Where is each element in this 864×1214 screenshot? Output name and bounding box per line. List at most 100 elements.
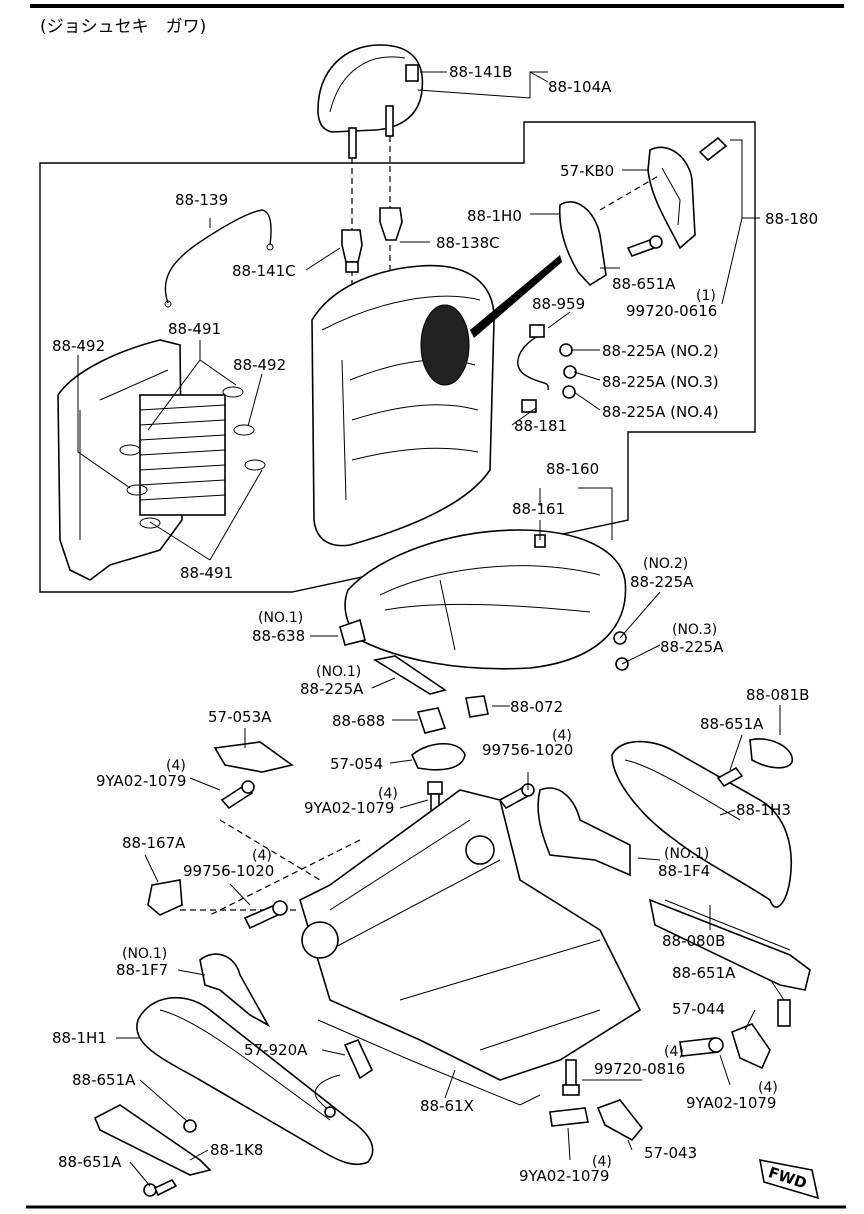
label-88-225A-no2-qty: (NO.2): [643, 556, 688, 572]
label-88-180: 88-180: [765, 210, 818, 228]
label-88-688: 88-688: [332, 712, 385, 730]
label-99756-1020-a-qty: (4): [552, 728, 572, 744]
frame-guide-dash-3: [209, 839, 361, 916]
wire-88-139: [164, 209, 272, 304]
seat-cushion: [344, 529, 627, 670]
seat-back-springs: [119, 386, 266, 529]
label-88-139: 88-139: [175, 191, 228, 209]
label-88-651A-top: 88-651A: [612, 275, 676, 293]
label-88-638-qty: (NO.1): [258, 610, 303, 626]
screw-88-651A-right: [716, 766, 744, 788]
cover-guide-dash: [599, 174, 661, 211]
screw-88-651A-bottom: [143, 1178, 178, 1197]
wire-88-959: [517, 334, 549, 391]
label-57-043: 57-043: [644, 1144, 697, 1162]
cover-88-1F7: [199, 953, 271, 1028]
cover-88-1K8: [93, 1104, 212, 1176]
knob-88-081B: [749, 738, 793, 769]
label-88-1F4-qty: (NO.1): [664, 846, 709, 862]
bracket-88-167A: [147, 879, 183, 916]
label-57-KB0: 57-KB0: [560, 162, 614, 180]
screw-88-651A-left: [183, 1119, 197, 1133]
wire-end-1: [164, 300, 172, 308]
label-88-225A-no1: 88-225A: [300, 680, 364, 698]
label-9YA02-1079-d: 9YA02-1079: [519, 1167, 609, 1185]
bolt-9YA02-1079-c: [562, 1059, 580, 1096]
headrest: [317, 44, 424, 159]
label-57-054: 57-054: [330, 755, 383, 773]
cover-57-054: [411, 743, 466, 771]
label-88-1F4: 88-1F4: [658, 862, 710, 880]
bolt-99720-0616: [698, 136, 728, 162]
label-57-920A: 57-920A: [244, 1041, 308, 1059]
clip-88-688: [416, 707, 447, 734]
clips-88-225A: [559, 343, 577, 399]
wire-end-2: [266, 243, 274, 251]
label-88-138C: 88-138C: [436, 234, 500, 252]
label-88-225A-no3-top: 88-225A (NO.3): [602, 373, 719, 391]
label-88-651A-left: 88-651A: [72, 1071, 136, 1089]
bolt-99720-0816: [679, 1037, 724, 1057]
label-88-225A-no1-qty: (NO.1): [316, 664, 361, 680]
label-88-61X: 88-61X: [420, 1097, 474, 1115]
label-88-080B: 88-080B: [662, 932, 725, 950]
bracket-57-053A: [213, 741, 294, 773]
label-88-1H3: 88-1H3: [736, 801, 791, 819]
label-88-1H1: 88-1H1: [52, 1029, 107, 1047]
label-88-492-left: 88-492: [52, 337, 105, 355]
fwd-arrow-icon: FWD: [759, 1158, 820, 1200]
side-cover-88-1H1: [136, 996, 374, 1166]
bolt-9YA02-1079-d: [549, 1107, 589, 1127]
label-88-959: 88-959: [532, 295, 585, 313]
clip-88-638: [339, 618, 366, 646]
bolt-99756-1020-a: [498, 783, 535, 810]
cover-57-044: [731, 1023, 771, 1070]
label-88-167A: 88-167A: [122, 834, 186, 852]
label-88-1F7-qty: (NO.1): [122, 946, 167, 962]
label-88-1K8: 88-1K8: [210, 1141, 263, 1159]
label-9YA02-1079-c: 9YA02-1079: [686, 1094, 776, 1112]
recliner-cover-57-KB0: [647, 146, 696, 250]
buckle-57-920A: [314, 1038, 374, 1118]
label-88-141B: 88-141B: [449, 63, 512, 81]
rail-cover-88-080B: [648, 898, 811, 991]
bracket-88-1H0: [558, 201, 607, 287]
bracket-88-225A-no1: [372, 655, 447, 695]
headrest-guide-138C: [379, 207, 403, 241]
label-88-651A-mid: 88-651A: [672, 964, 736, 982]
connector-88-959: [529, 324, 545, 338]
cover-57-043: [596, 1099, 644, 1142]
label-9YA02-1079-a-qty: (4): [166, 758, 186, 774]
label-99756-1020-b-qty: (4): [252, 848, 272, 864]
label-57-044: 57-044: [672, 1000, 725, 1018]
label-88-161: 88-161: [512, 500, 565, 518]
connector-88-181: [521, 399, 537, 413]
backrest-group-outline: [39, 121, 756, 593]
label-88-225A-no3: 88-225A: [660, 638, 724, 656]
page-title: (ジョシュセキ ガワ): [40, 17, 206, 37]
label-88-491-top: 88-491: [168, 320, 221, 338]
label-88-072: 88-072: [510, 698, 563, 716]
label-9YA02-1079-a: 9YA02-1079: [96, 772, 186, 790]
seat-frame-88-61X: [299, 789, 642, 1106]
label-88-1H0: 88-1H0: [467, 207, 522, 225]
leader-lines: [77, 71, 785, 1187]
clips-88-225A-no2-no3: [613, 631, 629, 671]
wire-harness-strip: [470, 255, 562, 338]
label-88-1F7: 88-1F7: [116, 961, 168, 979]
bolt-99756-1020-b: [243, 900, 288, 930]
seat-back-cushion: [311, 264, 495, 547]
label-88-638: 88-638: [252, 627, 305, 645]
seat-back-frame: [57, 339, 226, 581]
label-9YA02-1079-b-qty: (4): [378, 786, 398, 802]
label-88-491-bottom: 88-491: [180, 564, 233, 582]
side-cover-88-1H3: [611, 740, 792, 908]
label-88-651A-bottom: 88-651A: [58, 1153, 122, 1171]
label-99720-0616-qty: (1): [696, 288, 716, 304]
label-88-160: 88-160: [546, 460, 599, 478]
label-9YA02-1079-c-qty: (4): [758, 1080, 778, 1096]
label-9YA02-1079-d-qty: (4): [592, 1154, 612, 1170]
label-88-104A: 88-104A: [548, 78, 612, 96]
label-88-141C: 88-141C: [232, 262, 296, 280]
